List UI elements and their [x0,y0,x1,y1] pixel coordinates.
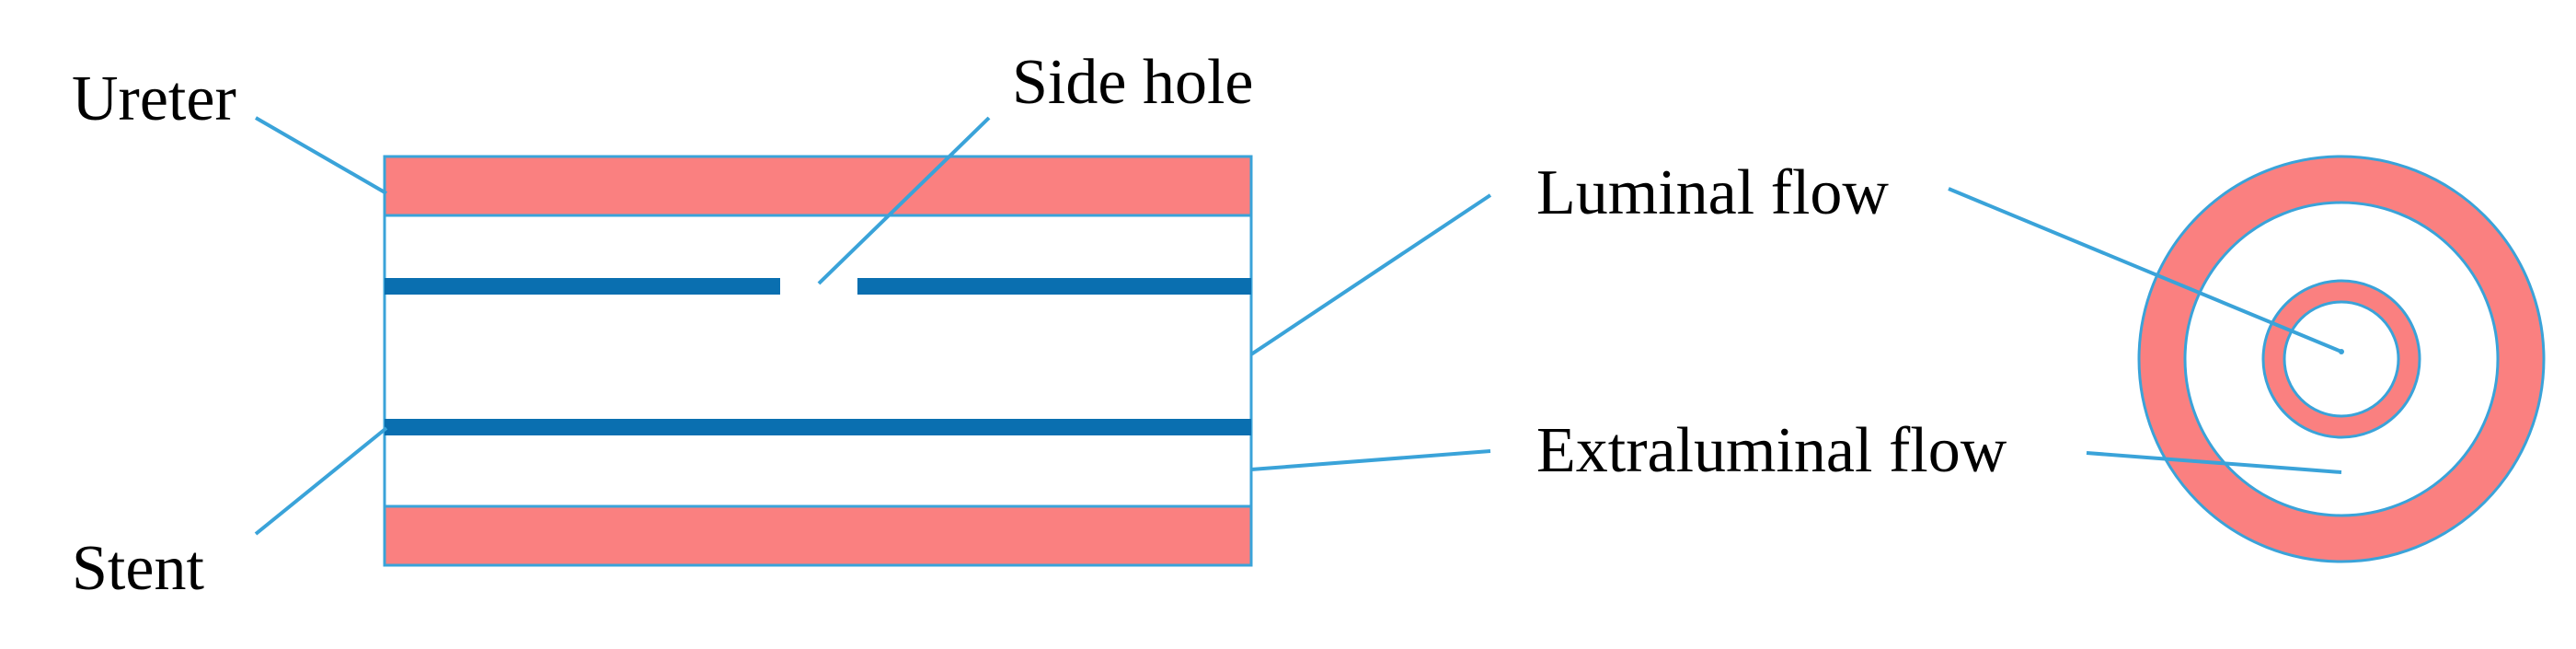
leader-lines [254,116,2342,536]
extraluminal-flow-leader-line-left [1250,449,1491,471]
longitudinal-section [383,155,1253,567]
stent-lumen [2283,300,2400,418]
side-hole-label: Side hole [1012,47,1253,118]
luminal-flow-leader-line-right [1948,187,2342,353]
extraluminal-flow-label: Extraluminal flow [1536,415,2007,486]
ureter-wall-bottom [383,504,1253,567]
stent-leader-line [254,426,388,536]
ureter-wall-top [383,155,1253,217]
side-hole-leader-line [817,116,991,285]
stent-wall-bottom [385,419,1251,435]
stent-label: Stent [72,533,204,604]
ureter-leader-line [254,116,388,195]
lumen-outline [383,155,1253,567]
ureter-label: Ureter [72,64,236,134]
extraluminal-flow-leader-line-right [2086,451,2342,474]
cross-section [2137,155,2546,563]
luminal-flow-label: Luminal flow [1536,157,1889,228]
luminal-flow-leader-line-left [1249,193,1492,356]
stent-wall-top-right [857,278,1251,295]
stent-wall-top-left [385,278,780,295]
